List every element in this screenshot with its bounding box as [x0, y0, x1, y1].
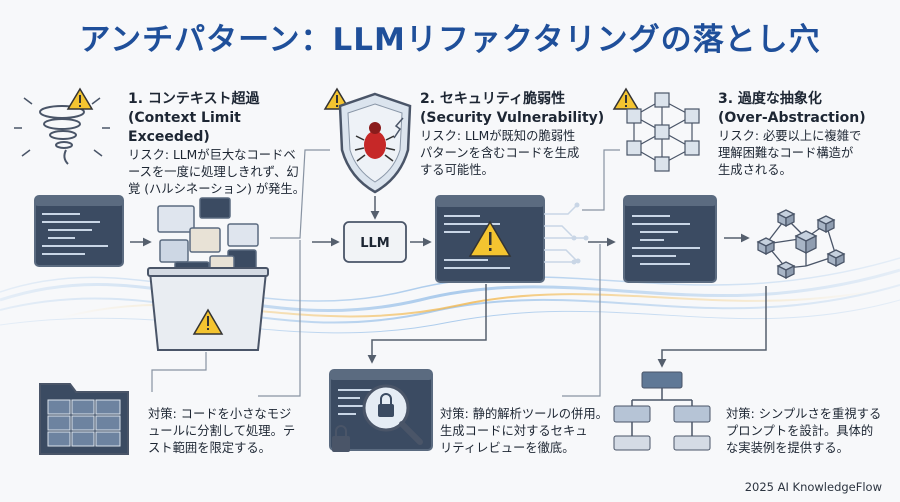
modular-grid-icon — [39, 383, 129, 455]
llm-label: LLM — [360, 236, 390, 251]
code-editor-3 — [623, 195, 717, 283]
simple-tree-icon — [613, 371, 711, 451]
page-title: アンチパターン：LLMリファクタリングの落とし穴 — [79, 22, 821, 58]
connector-4 — [562, 244, 601, 397]
section-2-risk-line: する可能性。 — [420, 163, 494, 177]
section-3-risk-line: 理解困難なコード構造が — [718, 146, 854, 160]
countermeasure-line: な実装例を提供する。 — [726, 441, 849, 455]
tornado-icon — [14, 97, 110, 165]
complex-structure-icon — [756, 209, 846, 280]
llm-box: LLM — [343, 221, 407, 263]
connector-5 — [151, 352, 207, 392]
section-2-risk-line: パターンを含むコードを生成 — [420, 146, 580, 160]
static-analysis-icon — [329, 369, 433, 452]
connector-2 — [258, 240, 301, 397]
countermeasure-line: ュールに分割して処理。テ — [148, 424, 296, 438]
connector-3 — [582, 149, 620, 211]
footer-credit: 2025 AI KnowledgeFlow — [744, 480, 882, 494]
section-3-subheading: (Over-Abstraction) — [718, 110, 866, 126]
countermeasure-line: プロンプトを設計。具体的 — [726, 424, 874, 438]
countermeasure-line: 対策: シンプルさを重視する — [726, 407, 882, 421]
section-2-risk-line: リスク: LLMが既知の脆弱性 — [420, 129, 576, 143]
section-2-subheading: (Security Vulnerability) — [420, 110, 605, 126]
abstraction-network-icon — [626, 92, 700, 172]
section-1-risk: 1. コンテキスト超過 (Context Limit Exceeded) リスク… — [128, 90, 318, 198]
section-3-heading: 3. 過度な抽象化 — [718, 91, 822, 107]
countermeasure-line: リティレビューを徹底。 — [440, 441, 575, 455]
countermeasure-line: スト範囲を限定する。 — [148, 441, 271, 455]
section-1-countermeasure: 対策: コードを小さなモジ ュールに分割して処理。テ スト範囲を限定する。 — [148, 406, 323, 457]
section-3-countermeasure: 対策: シンプルさを重視する プロンプトを設計。具体的 な実装例を提供する。 — [726, 406, 898, 457]
section-3-risk-line: 生成される。 — [718, 163, 792, 177]
overflow-bin — [147, 197, 269, 351]
warning-icon-1 — [66, 87, 94, 110]
section-1-heading: 1. コンテキスト超過 — [128, 91, 260, 107]
arrow-3c — [657, 286, 767, 368]
warning-icon-3 — [612, 87, 640, 110]
shield-bug-icon — [338, 92, 412, 194]
section-1-risk-line: ースを一度に処理しきれず、幻 — [128, 165, 299, 179]
countermeasure-line: 生成コードに対するセキュ — [440, 424, 588, 438]
section-1-risk-line: リスク: LLMが巨大なコードベ — [128, 148, 296, 162]
section-2-countermeasure: 対策: 静的解析ツールの併用。 生成コードに対するセキュ リティレビューを徹底。 — [440, 406, 615, 457]
code-editor-1 — [34, 195, 124, 267]
countermeasure-line: 対策: コードを小さなモジ — [148, 407, 292, 421]
connector-1 — [270, 149, 330, 239]
section-2-heading: 2. セキュリティ脆弱性 — [420, 91, 566, 107]
countermeasure-line: 対策: 静的解析ツールの併用。 — [440, 407, 608, 421]
section-1-subheading: (Context Limit Exceeded) — [128, 110, 241, 145]
section-1-risk-line: 覚 (ハルシネーション) が発生。 — [128, 182, 306, 196]
code-editor-vulnerable — [435, 195, 589, 283]
section-3-risk-line: リスク: 必要以上に複雑で — [718, 129, 862, 143]
section-3-risk: 3. 過度な抽象化 (Over-Abstraction) リスク: 必要以上に複… — [718, 90, 898, 179]
arrow-2d — [367, 284, 487, 364]
section-2-risk: 2. セキュリティ脆弱性 (Security Vulnerability) リス… — [420, 90, 610, 179]
